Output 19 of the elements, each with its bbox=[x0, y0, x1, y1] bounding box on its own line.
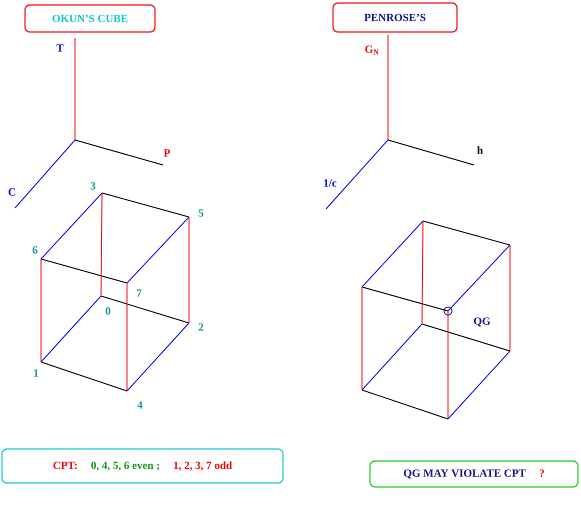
vertex-label: 5 bbox=[198, 209, 204, 217]
axis-label: P bbox=[164, 149, 170, 157]
title-box: PENROSE’S bbox=[332, 2, 458, 33]
vertex-label: 4 bbox=[137, 401, 143, 409]
point-label: QG bbox=[474, 317, 490, 327]
note-box: QG MAY VIOLATE CPT ? bbox=[369, 460, 579, 488]
vertex-label: 7 bbox=[136, 289, 142, 297]
vertex-label: 0 bbox=[106, 307, 110, 315]
vertex-label: 6 bbox=[32, 246, 38, 254]
axis-label: 1/c bbox=[324, 179, 336, 187]
axis-label: h bbox=[477, 146, 483, 154]
title-box: OKUN’S CUBE bbox=[24, 4, 156, 33]
axis-label: C bbox=[8, 188, 16, 196]
note-box: CPT: 0, 4, 5, 6 even ; 1, 2, 3, 7 odd bbox=[1, 448, 284, 484]
vertex-label: 3 bbox=[90, 182, 96, 190]
axis-label: G$_{N}$ bbox=[365, 46, 379, 54]
axis-label: T bbox=[56, 44, 64, 52]
vertex-label: 2 bbox=[198, 323, 204, 331]
vertex-label: 1 bbox=[34, 369, 38, 377]
